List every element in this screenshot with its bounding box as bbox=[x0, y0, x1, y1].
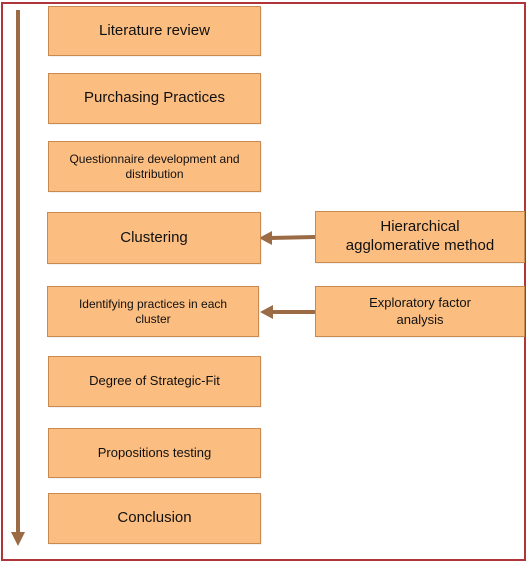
step-label: Purchasing Practices bbox=[84, 89, 225, 107]
method-hierarchical-agglomerative: Hierarchical agglomerative method bbox=[315, 211, 525, 263]
method-arrow-identifying-head bbox=[260, 305, 273, 319]
step-label: Questionnaire development and distributi… bbox=[69, 151, 240, 181]
step-conclusion: Conclusion bbox=[48, 493, 261, 544]
step-label: Literature review bbox=[99, 21, 210, 39]
step-identifying-practices: Identifying practices in each cluster bbox=[47, 286, 259, 337]
method-label: Exploratory factor analysis bbox=[369, 295, 471, 327]
step-clustering: Clustering bbox=[47, 212, 261, 264]
step-label: Identifying practices in each cluster bbox=[78, 296, 228, 326]
step-label: Propositions testing bbox=[97, 444, 212, 460]
step-purchasing-practices: Purchasing Practices bbox=[48, 73, 261, 124]
method-arrow-clustering-shaft bbox=[269, 235, 316, 240]
step-label: Clustering bbox=[120, 228, 188, 246]
step-literature-review: Literature review bbox=[48, 6, 261, 56]
main-flow-arrow-head bbox=[11, 532, 25, 546]
step-label: Conclusion bbox=[117, 509, 192, 527]
method-label: Hierarchical agglomerative method bbox=[345, 218, 495, 254]
step-strategic-fit: Degree of Strategic-Fit bbox=[48, 356, 261, 407]
step-propositions-testing: Propositions testing bbox=[48, 428, 261, 478]
step-questionnaire: Questionnaire development and distributi… bbox=[48, 141, 261, 192]
step-label: Degree of Strategic-Fit bbox=[89, 373, 220, 389]
method-exploratory-factor-analysis: Exploratory factor analysis bbox=[315, 286, 525, 337]
method-arrow-clustering-head bbox=[259, 231, 272, 245]
